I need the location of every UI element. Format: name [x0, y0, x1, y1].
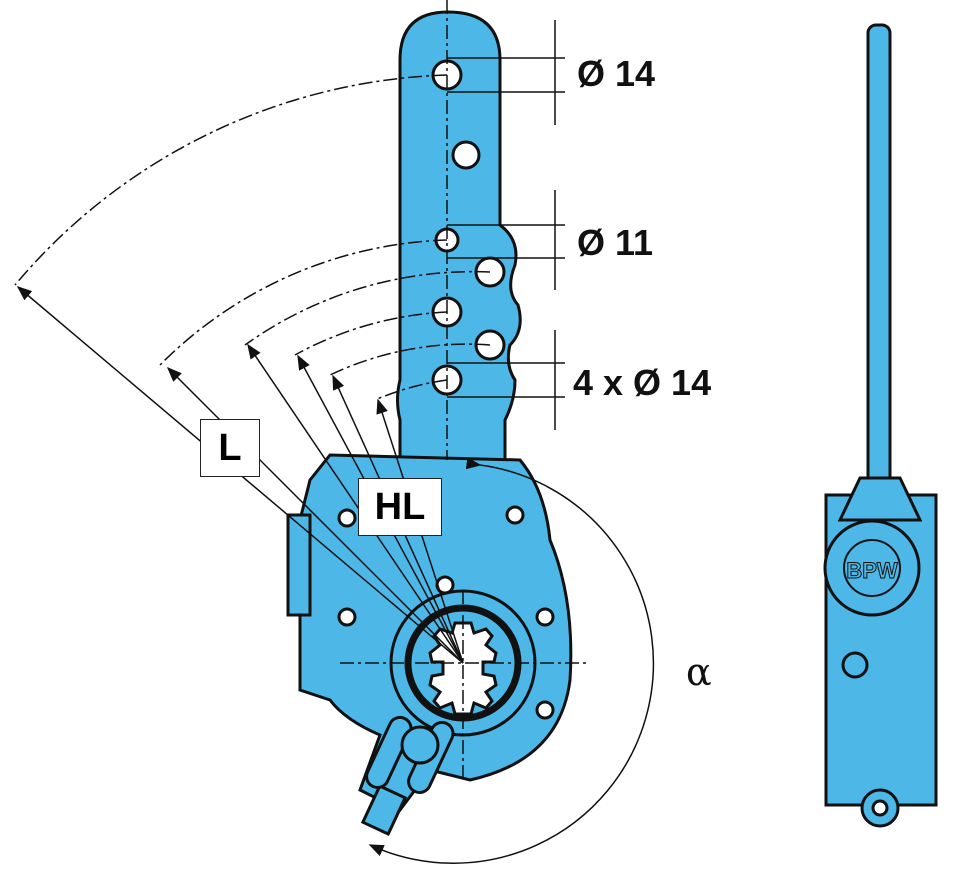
dimension-lines	[447, 20, 565, 430]
dimension-label-lower: 4 x Ø 14	[573, 362, 712, 403]
front-view	[286, 10, 573, 837]
svg-text:BPW: BPW	[846, 558, 898, 583]
dimension-label-top: Ø 14	[577, 53, 656, 94]
label-L: L	[200, 419, 260, 477]
angle-label: α	[686, 650, 712, 694]
dimension-label-middle: Ø 11	[577, 222, 654, 263]
angle-arc	[368, 457, 655, 864]
side-view: BPW	[823, 23, 938, 828]
hole	[451, 140, 481, 170]
label-HL: HL	[358, 478, 442, 536]
clip	[286, 513, 312, 617]
logo-disc	[823, 519, 921, 617]
